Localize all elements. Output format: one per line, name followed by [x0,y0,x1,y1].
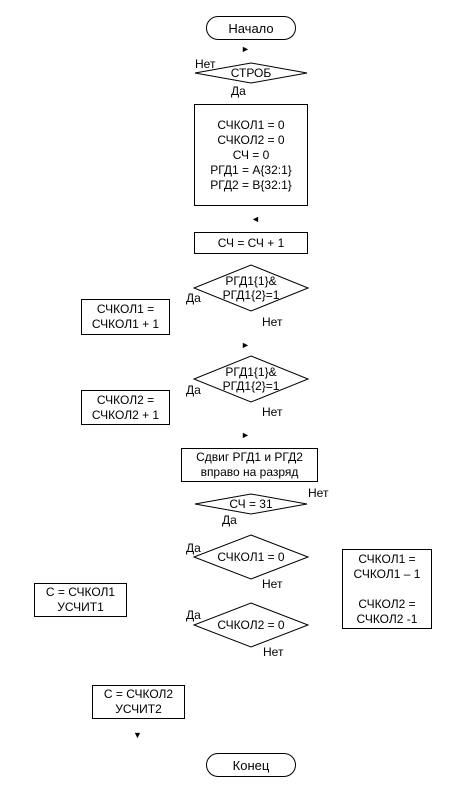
decrement-counts-block: СЧКОЛ1 = СЧКОЛ1 – 1 СЧКОЛ2 = СЧКОЛ2 -1 [342,549,432,629]
strob-no-label: Нет [195,57,216,71]
count2-yes-label: Да [186,608,201,622]
sch-yes-label: Да [222,513,237,527]
decision-bits1-text: РГД1{1}& РГД1{2}=1 [222,274,280,302]
decision-strob-text: СТРОБ [230,66,272,80]
arrow-right-icon: ► [241,430,250,440]
increment-counter-block: СЧ = СЧ + 1 [194,232,308,254]
decision-count2-text: СЧКОЛ2 = 0 [217,618,285,632]
sch-no-label: Нет [308,486,329,500]
bits2-no-label: Нет [262,405,283,419]
decision-sch-text: СЧ = 31 [229,497,273,511]
count1-yes-label: Да [186,541,201,555]
bits1-yes-label: Да [186,291,201,305]
arrow-right-icon: ► [241,340,250,350]
init-block: СЧКОЛ1 = 0 СЧКОЛ2 = 0 СЧ = 0 РГД1 = A{32… [194,104,308,206]
increment-count2-block: СЧКОЛ2 = СЧКОЛ2 + 1 [81,390,170,425]
bits1-no-label: Нет [262,315,283,329]
arrow-right-icon: ► [241,44,250,54]
shift-block: Сдвиг РГД1 и РГД2 вправо на разряд [181,448,318,482]
decision-count1-text: СЧКОЛ1 = 0 [217,550,285,564]
arrow-left-icon: ◄ [251,214,260,224]
decision-count1-shape [192,534,310,580]
decision-bits2-shape [192,355,310,403]
arrow-down-icon: ▼ [133,730,142,740]
decision-bits1-shape [192,264,310,312]
bits2-yes-label: Да [186,383,201,397]
count1-no-label: Нет [262,577,283,591]
increment-count1-block: СЧКОЛ1 = СЧКОЛ1 + 1 [81,299,170,335]
decision-sch-shape [194,493,308,515]
decision-strob-shape [194,62,308,84]
output2-block: С = СЧКОЛ2 УСЧИТ2 [92,685,185,719]
end-terminal: Конец [206,753,296,777]
start-terminal: Начало [206,16,296,40]
count2-no-label: Нет [263,645,284,659]
output1-block: С = СЧКОЛ1 УСЧИТ1 [34,583,127,617]
strob-yes-label: Да [231,84,246,98]
decision-count2-shape [192,602,310,648]
decision-bits2-text: РГД1{1}& РГД1{2}=1 [222,365,280,393]
